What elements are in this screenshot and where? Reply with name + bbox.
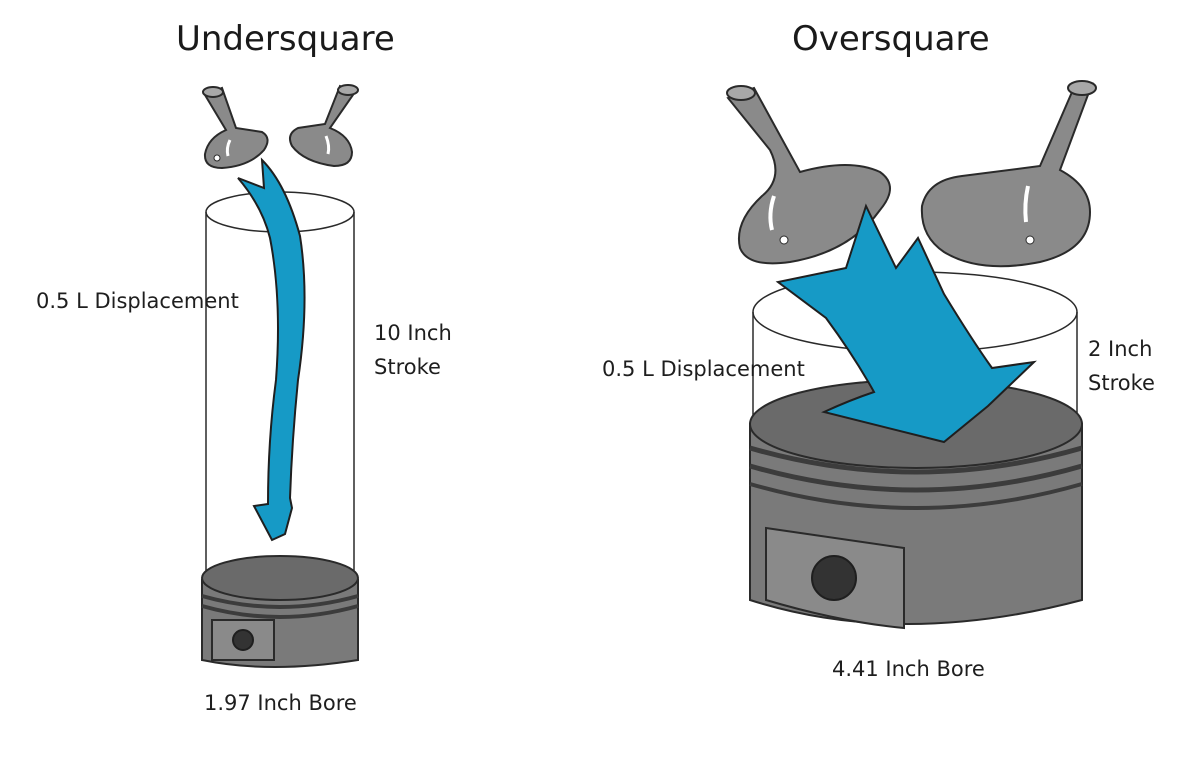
oversquare-bore-label: 4.41 Inch Bore bbox=[832, 657, 985, 681]
oversquare-displacement-label: 0.5 L Displacement bbox=[602, 357, 805, 381]
oversquare-exhaust-valve bbox=[920, 80, 1097, 268]
undersquare-assembly bbox=[201, 84, 359, 668]
undersquare-bore-label: 1.97 Inch Bore bbox=[204, 691, 357, 715]
oversquare-flow-arrow bbox=[775, 203, 1037, 444]
undersquare-title: Undersquare bbox=[176, 19, 395, 59]
undersquare-stroke-label-line1: 10 Inch bbox=[374, 321, 452, 345]
undersquare-displacement-label: 0.5 L Displacement bbox=[36, 289, 239, 313]
oversquare-intake-valve bbox=[726, 85, 891, 265]
undersquare-exhaust-valve bbox=[289, 84, 359, 168]
oversquare-stroke-label-line2: Stroke bbox=[1088, 371, 1155, 395]
oversquare-stroke-label-line1: 2 Inch bbox=[1088, 337, 1153, 361]
oversquare-title: Oversquare bbox=[792, 19, 990, 59]
undersquare-stroke-label-line2: Stroke bbox=[374, 355, 441, 379]
undersquare-piston bbox=[201, 555, 359, 668]
oversquare-assembly bbox=[726, 80, 1097, 630]
undersquare-intake-valve bbox=[202, 86, 269, 170]
undersquare-flow-arrow bbox=[237, 157, 306, 542]
